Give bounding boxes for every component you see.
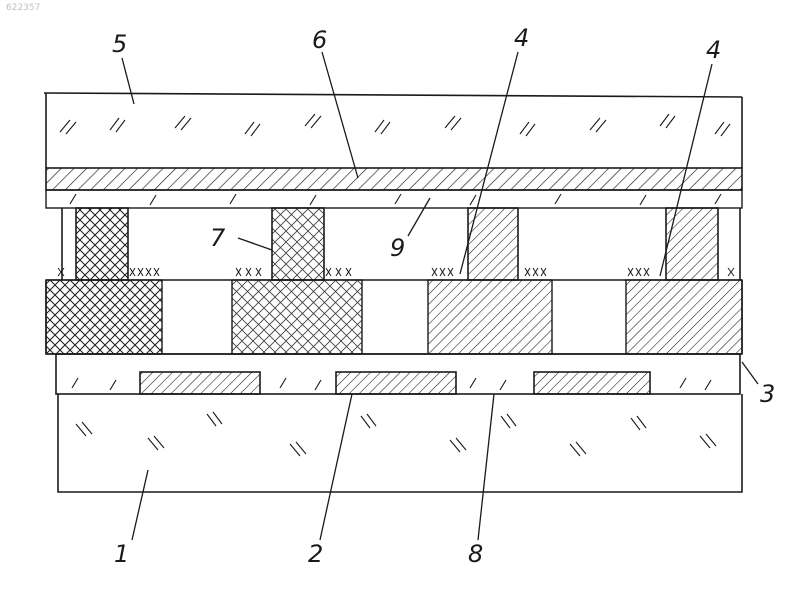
glass-texture-marks bbox=[60, 114, 730, 136]
callout-9: 9 bbox=[390, 234, 405, 262]
callout-4-mid: 4 bbox=[514, 24, 529, 52]
glass-texture-marks-bottom bbox=[76, 412, 716, 456]
top-glass-plate bbox=[44, 93, 742, 168]
callout-7: 7 bbox=[210, 224, 226, 252]
callout-1: 1 bbox=[114, 540, 129, 568]
interface-particles bbox=[58, 268, 734, 276]
bottom-electrode-3 bbox=[534, 372, 650, 394]
callout-4-right: 4 bbox=[706, 36, 721, 64]
block-2 bbox=[232, 280, 362, 354]
spacer-cross-hatched bbox=[76, 208, 128, 280]
callout-6: 6 bbox=[312, 26, 327, 54]
spacer-4-mid bbox=[468, 208, 518, 280]
middle-layer bbox=[46, 280, 742, 354]
corner-mark: 622357 bbox=[6, 3, 40, 13]
block-3 bbox=[428, 280, 552, 354]
block-1 bbox=[46, 280, 162, 354]
callout-2: 2 bbox=[308, 540, 323, 568]
callout-5: 5 bbox=[112, 30, 127, 58]
top-thin-film bbox=[46, 190, 742, 208]
bottom-electrode-1 bbox=[140, 372, 260, 394]
top-electrode-layer bbox=[46, 168, 742, 190]
block-4 bbox=[626, 280, 742, 354]
bottom-insulating-layer bbox=[56, 354, 740, 394]
callout-3: 3 bbox=[760, 380, 775, 408]
bottom-glass-substrate bbox=[58, 394, 742, 492]
spacer-7 bbox=[272, 208, 324, 280]
bottom-electrode-2 bbox=[336, 372, 456, 394]
callout-8: 8 bbox=[468, 540, 483, 568]
